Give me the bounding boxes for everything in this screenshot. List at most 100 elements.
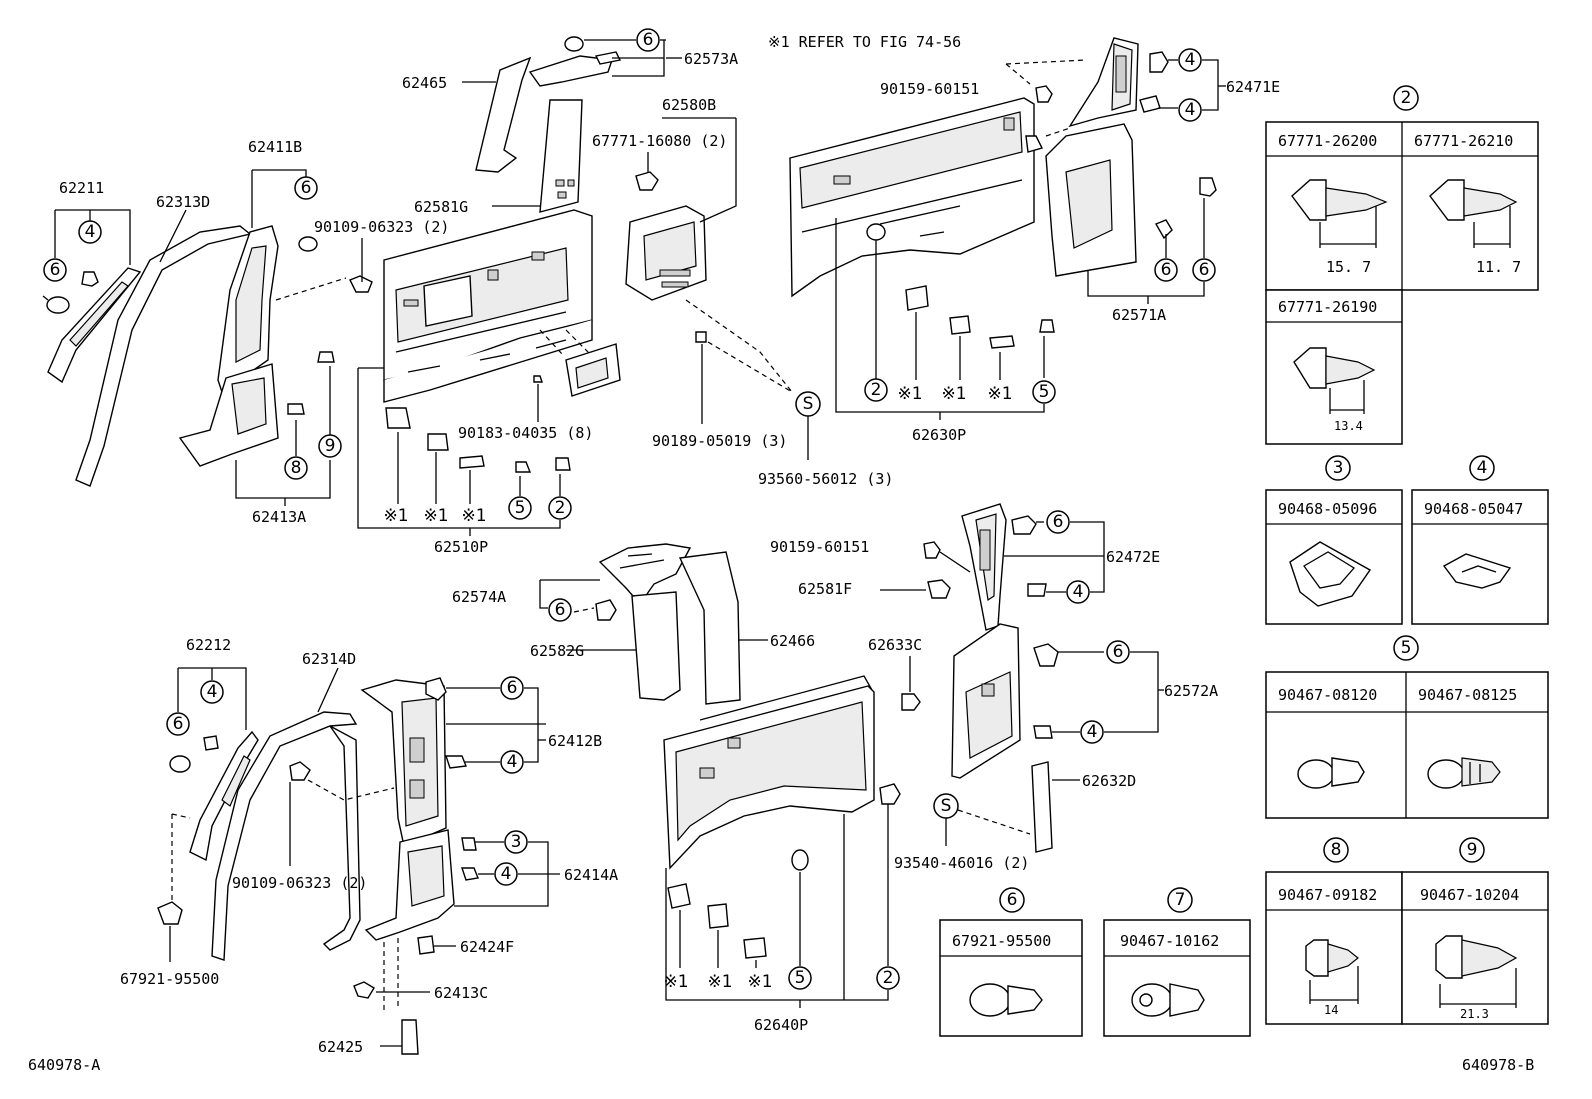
legend-4: 4 90468-05047 bbox=[1411, 455, 1549, 625]
svg-text:6: 6 bbox=[507, 678, 518, 698]
label-62212: 62212 bbox=[186, 636, 231, 654]
label-62413A: 62413A bbox=[252, 508, 306, 526]
group-62414A: 3 4 62414A 62424F 62413C 62425 bbox=[318, 829, 618, 1056]
svg-text:2: 2 bbox=[883, 968, 894, 988]
group-62574A: 62574A 6 62582G 62466 bbox=[452, 543, 815, 705]
marker-6: 6 bbox=[50, 260, 61, 280]
group-62571A: 6 6 62571A bbox=[1045, 123, 1217, 324]
svg-text:5: 5 bbox=[1401, 638, 1412, 658]
label-62582G: 62582G bbox=[530, 642, 584, 660]
svg-text:S: S bbox=[941, 796, 952, 816]
svg-text:4: 4 bbox=[1185, 100, 1196, 120]
svg-text:6: 6 bbox=[643, 30, 654, 50]
svg-text:S: S bbox=[803, 394, 814, 414]
svg-text:※1: ※1 bbox=[707, 972, 732, 992]
label-90109-06323: 90109-06323 (2) bbox=[314, 218, 449, 236]
svg-text:※1: ※1 bbox=[987, 384, 1012, 404]
legend-2: 2 67771-26200 67771-26210 15. 7 11. 7 67… bbox=[1265, 85, 1539, 445]
legend-9: 9 90467-10204 21.3 bbox=[1401, 837, 1549, 1025]
svg-text:2: 2 bbox=[555, 498, 566, 518]
svg-text:※1: ※1 bbox=[383, 506, 408, 526]
label-90159-60151-b: 90159-60151 bbox=[770, 538, 869, 556]
label-67921-95500: 67921-95500 bbox=[120, 970, 219, 988]
label-62574A: 62574A bbox=[452, 588, 506, 606]
svg-text:※1: ※1 bbox=[941, 384, 966, 404]
group-62314D: 62314D 90109-06323 (2) bbox=[211, 650, 395, 961]
svg-text:90468-05047: 90468-05047 bbox=[1424, 500, 1523, 518]
svg-text:6: 6 bbox=[555, 600, 566, 620]
svg-text:6: 6 bbox=[173, 714, 184, 734]
svg-text:4: 4 bbox=[1073, 582, 1084, 602]
svg-text:5: 5 bbox=[515, 498, 526, 518]
svg-text:4: 4 bbox=[507, 752, 518, 772]
label-62314D: 62314D bbox=[302, 650, 356, 668]
svg-text:90468-05096: 90468-05096 bbox=[1278, 500, 1377, 518]
svg-text:※1: ※1 bbox=[747, 972, 772, 992]
group-62212: 62212 4 6 67921-95500 bbox=[120, 636, 259, 988]
legend-6: 6 67921-95500 bbox=[939, 887, 1083, 1037]
svg-text:21.3: 21.3 bbox=[1460, 1007, 1489, 1021]
svg-text:90467-08125: 90467-08125 bbox=[1418, 686, 1517, 704]
svg-text:4: 4 bbox=[501, 864, 512, 884]
label-62425: 62425 bbox=[318, 1038, 363, 1056]
label-90109-06323-b: 90109-06323 (2) bbox=[232, 874, 367, 892]
group-62211: 62211 4 6 bbox=[42, 179, 142, 384]
legend-7: 7 90467-10162 bbox=[1103, 887, 1251, 1037]
nut-clip-icon bbox=[1289, 541, 1372, 607]
label-90189-05019: 90189-05019 (3) bbox=[652, 432, 787, 450]
svg-text:3: 3 bbox=[511, 832, 522, 852]
group-62580B: 62580B 67771-16080 (2) 90183-04035 (8) 9… bbox=[458, 96, 893, 488]
svg-text:※1: ※1 bbox=[423, 506, 448, 526]
svg-text:5: 5 bbox=[1039, 382, 1050, 402]
label-62573A: 62573A bbox=[684, 50, 738, 68]
svg-text:90467-09182: 90467-09182 bbox=[1278, 886, 1377, 904]
svg-text:6: 6 bbox=[301, 178, 312, 198]
label-62640P: 62640P bbox=[754, 1016, 808, 1034]
svg-text:7: 7 bbox=[1175, 890, 1186, 910]
figure-id-right: 640978-B bbox=[1462, 1056, 1534, 1074]
svg-text:90467-08120: 90467-08120 bbox=[1278, 686, 1377, 704]
svg-text:8: 8 bbox=[1331, 840, 1342, 860]
legend-5: 5 90467-08120 90467-08125 bbox=[1265, 635, 1549, 819]
group-62640P: ※1 ※1 ※1 5 2 62640P bbox=[663, 675, 901, 1034]
group-62412B: 6 4 62412B bbox=[360, 676, 602, 847]
label-62472E: 62472E bbox=[1106, 548, 1160, 566]
label-62414A: 62414A bbox=[564, 866, 618, 884]
svg-text:9: 9 bbox=[1467, 840, 1478, 860]
label-62581F: 62581F bbox=[798, 580, 852, 598]
svg-text:6: 6 bbox=[1007, 890, 1018, 910]
label-62580B: 62580B bbox=[662, 96, 716, 114]
group-62630P: 2 ※1 ※1 ※1 5 62630P 90159-60151 bbox=[789, 59, 1087, 444]
legend-8: 8 90467-09182 14 bbox=[1265, 837, 1403, 1025]
svg-text:3: 3 bbox=[1333, 458, 1344, 478]
svg-text:2: 2 bbox=[1401, 88, 1412, 108]
svg-text:6: 6 bbox=[1053, 512, 1064, 532]
svg-text:11. 7: 11. 7 bbox=[1476, 258, 1521, 276]
refer-note: ※1 REFER TO FIG 74-56 bbox=[768, 33, 961, 51]
label-62466: 62466 bbox=[770, 632, 815, 650]
svg-text:※1: ※1 bbox=[897, 384, 922, 404]
svg-text:15. 7: 15. 7 bbox=[1326, 258, 1371, 276]
svg-text:6: 6 bbox=[1161, 260, 1172, 280]
label-62572A: 62572A bbox=[1164, 682, 1218, 700]
svg-text:90467-10162: 90467-10162 bbox=[1120, 932, 1219, 950]
marker-4: 4 bbox=[85, 222, 96, 242]
label-62471E: 62471E bbox=[1226, 78, 1280, 96]
svg-text:14: 14 bbox=[1324, 1003, 1338, 1017]
svg-text:5: 5 bbox=[795, 968, 806, 988]
label-93560-56012: 93560-56012 (3) bbox=[758, 470, 893, 488]
label-62424F: 62424F bbox=[460, 938, 514, 956]
svg-text:2: 2 bbox=[871, 380, 882, 400]
label-90183-04035: 90183-04035 (8) bbox=[458, 424, 593, 442]
group-62411B: 62411B 6 90109-06323 (2) 8 9 62413A bbox=[178, 138, 449, 526]
clip-icon bbox=[81, 271, 99, 287]
label-62465: 62465 bbox=[402, 74, 447, 92]
label-90159-60151-a: 90159-60151 bbox=[880, 80, 979, 98]
label-62313D: 62313D bbox=[156, 193, 210, 211]
svg-text:13.4: 13.4 bbox=[1334, 419, 1363, 433]
svg-text:4: 4 bbox=[1185, 50, 1196, 70]
label-62633C: 62633C bbox=[868, 636, 922, 654]
group-62472E: 6 4 62472E 90159-60151 62581F 62633C bbox=[770, 503, 1160, 711]
label-62411B: 62411B bbox=[248, 138, 302, 156]
